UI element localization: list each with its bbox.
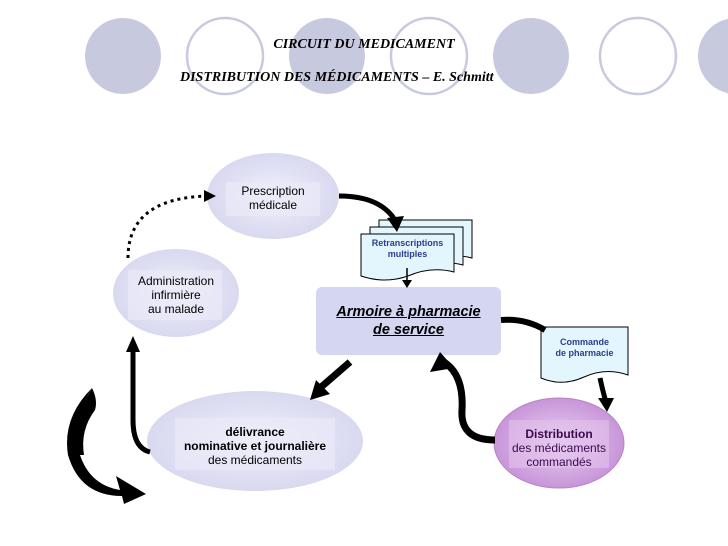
prescription-inner: [226, 182, 320, 216]
armoire-label: Armoire à pharmacie de service: [316, 303, 501, 339]
armoire-line1: Armoire à pharmacie: [336, 304, 481, 320]
header-circle: [389, 16, 469, 96]
distribution-inner: [509, 420, 609, 468]
arrow-head: [598, 398, 614, 412]
commande-label: Commande de pharmacie: [541, 337, 628, 359]
armoire-node: [316, 287, 501, 355]
administration-line1: Administration: [137, 274, 215, 288]
title-line2: DISTRIBUTION DES MÉDICAMENTS – E. Schmit…: [180, 70, 494, 85]
distribution-line3: commandés: [526, 455, 592, 469]
swoosh-arrow-tail: [73, 388, 96, 455]
swoosh-arrow: [67, 388, 146, 504]
administration-label: Administration infirmière au malade: [126, 274, 226, 316]
prescription-line2: médicale: [248, 198, 298, 212]
delivrance-label: délivrance nominative et journalière des…: [170, 425, 340, 467]
retranscriptions-document: [360, 219, 473, 281]
armoire-to-commande-arrow: [500, 316, 547, 333]
header-circle: [85, 18, 161, 94]
arrow-head: [204, 190, 216, 202]
distribution-label: Distribution des médicaments commandés: [504, 427, 614, 469]
prescription-label: Prescription médicale: [223, 184, 323, 212]
administration-inner: [128, 270, 222, 320]
header-circle: [698, 18, 728, 94]
arrow-head: [126, 336, 140, 352]
arrow-head: [310, 380, 330, 400]
header-circles: [85, 16, 728, 96]
commande-line2: de pharmacie: [555, 348, 614, 358]
delivrance-line2: nominative et journalière: [183, 439, 327, 453]
commande-document: [540, 326, 629, 383]
arrow-head: [387, 216, 404, 232]
delivrance-inner: [175, 418, 335, 470]
armoire-line2: de service: [373, 322, 444, 338]
header-circle: [598, 16, 678, 96]
distribution-line2: des médicaments: [511, 441, 607, 455]
commande-line1: Commande: [559, 337, 609, 347]
armoire-to-delivrance-arrow: [317, 359, 353, 391]
retranscriptions-line1: Retranscriptions: [371, 238, 444, 248]
delivrance-line1: délivrance: [225, 425, 285, 439]
administration-line2: infirmière: [151, 288, 201, 302]
retranscriptions-label: Retranscriptions multiples: [361, 238, 454, 260]
prescription-line1: Prescription: [241, 184, 305, 198]
retranscriptions-line2: multiples: [387, 249, 428, 259]
title-line1: CIRCUIT DU MEDICAMENT: [273, 37, 455, 52]
prescription-to-retranscriptions-arrow: [338, 193, 398, 222]
header-circle: [289, 18, 365, 94]
delivrance-line3: des médicaments: [207, 453, 303, 467]
delivrance-to-administration-arrow: [130, 350, 151, 455]
administration-line3: au malade: [147, 302, 205, 316]
arrow-head: [402, 280, 412, 288]
header-circle: [493, 18, 569, 94]
arrow-head: [430, 352, 454, 372]
distribution-line1: Distribution: [525, 427, 593, 441]
administration-to-prescription-arrow: [126, 194, 209, 259]
distribution-to-armoire-arrow: [441, 359, 496, 444]
header-circle: [185, 16, 265, 96]
